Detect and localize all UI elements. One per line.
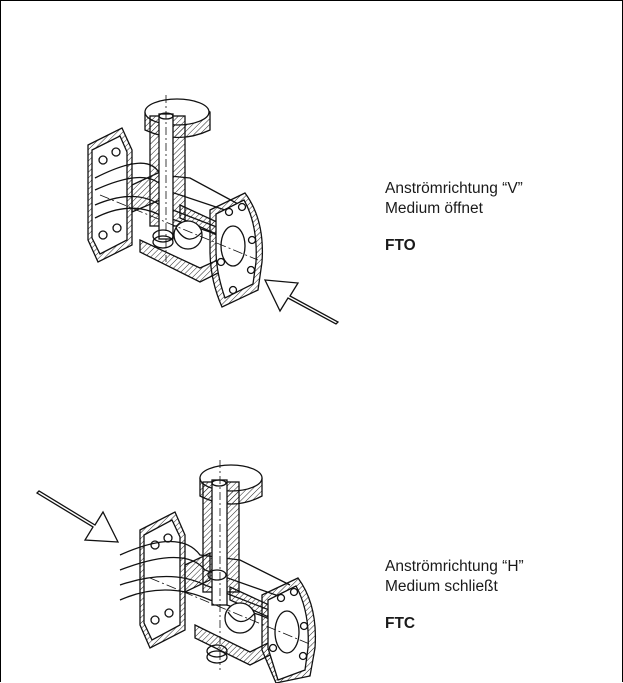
valve-fto-illustration [87, 95, 264, 308]
caption-fto: Anströmrichtung “V” Medium öffnet FTO [385, 179, 523, 256]
code-fto: FTO [385, 237, 416, 254]
valve-ftc-illustration [119, 460, 317, 683]
direction-label-v: Anströmrichtung “V” [385, 180, 523, 197]
direction-label-h: Anströmrichtung “H” [385, 558, 524, 575]
medium-label-h: Medium schließt [385, 578, 498, 595]
flow-arrow-h [35, 490, 120, 543]
medium-label-v: Medium öffnet [385, 200, 483, 217]
caption-ftc: Anströmrichtung “H” Medium schließt FTC [385, 557, 524, 634]
flow-arrow-v [263, 279, 340, 325]
code-ftc: FTC [385, 615, 416, 632]
